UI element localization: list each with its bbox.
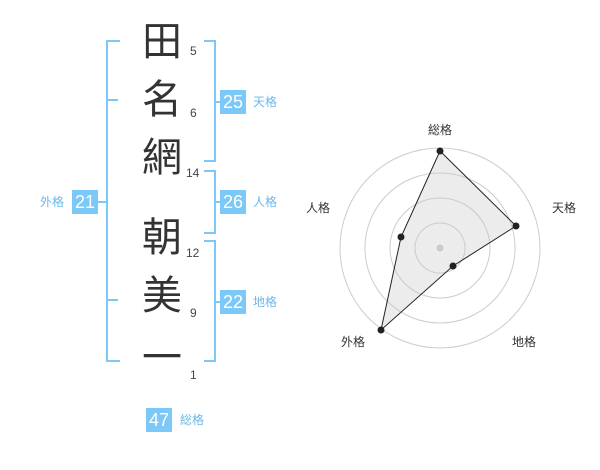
stroke-count-3: 14 (186, 166, 200, 180)
name-char-3: 網 (142, 135, 182, 181)
radar-center-dot (436, 244, 444, 252)
name-char-1: 田 (142, 19, 182, 65)
tenkaku-label: 天格 (253, 95, 278, 109)
stroke-count-6: 1 (190, 368, 197, 382)
radar-polygon (380, 150, 517, 332)
jinkaku-label: 人格 (253, 195, 278, 209)
name-char-4: 朝 (142, 215, 182, 261)
soukaku-value-badge: 47 (146, 408, 172, 432)
jinkaku-bracket-connector (214, 201, 220, 203)
radar-point-jinkaku (397, 233, 405, 241)
radar-point-soukaku (436, 147, 444, 155)
radar-point-gaikaku (377, 326, 385, 334)
radar-ring-2 (389, 197, 491, 299)
name-char-2: 名 (142, 77, 182, 123)
name-char-5: 美 (142, 273, 182, 319)
chikaku-bracket-connector (214, 301, 220, 303)
name-char-6: 一 (142, 335, 182, 381)
soukaku-label: 総格 (180, 413, 205, 427)
gaikaku-bracket-tick-upper (106, 99, 118, 101)
radar-axis-label-left: 人格 (306, 200, 330, 215)
gaikaku-bracket (106, 40, 120, 362)
gaikaku-bracket-tick-lower (106, 299, 118, 301)
radar-point-tenkaku (512, 222, 520, 230)
radar-axis-label-top: 総格 (428, 122, 452, 137)
jinkaku-value-badge: 26 (220, 190, 246, 214)
stroke-count-4: 12 (186, 246, 200, 260)
radar-point-chikaku (449, 262, 457, 270)
stroke-count-5: 9 (190, 306, 197, 320)
gaikaku-value-badge: 21 (72, 190, 98, 214)
radar-ring-1 (414, 222, 466, 274)
stroke-count-1: 5 (190, 44, 197, 58)
gaikaku-label: 外格 (40, 195, 65, 209)
chikaku-label: 地格 (253, 295, 278, 309)
radar-ring-3 (364, 172, 516, 324)
chikaku-value-badge: 22 (220, 290, 246, 314)
radar-axis-label-right: 天格 (552, 200, 576, 215)
stroke-count-2: 6 (190, 106, 197, 120)
tenkaku-value-badge: 25 (220, 90, 246, 114)
radar-axis-label-bottom-right: 地格 (512, 334, 536, 349)
gaikaku-bracket-connector (98, 201, 106, 203)
radar-axis-label-bottom-left: 外格 (341, 334, 365, 349)
tenkaku-bracket-connector (214, 101, 220, 103)
